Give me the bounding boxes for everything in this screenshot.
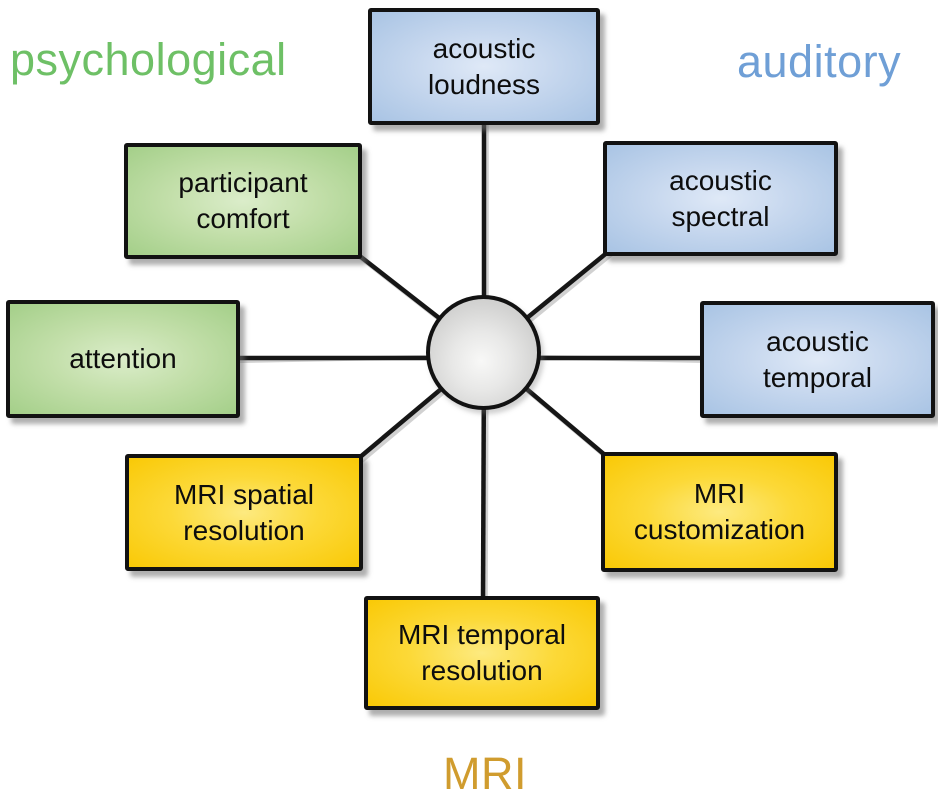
node-acoustic-loudness: acoustic loudness [368, 8, 600, 125]
group-label-psychological: psychological [10, 34, 287, 85]
node-acoustic-spectral: acoustic spectral [603, 141, 838, 256]
node-acoustic-temporal: acoustic temporal [700, 301, 935, 418]
node-label: MRI spatial resolution [173, 478, 315, 546]
node-mri-customization: MRI customization [601, 452, 838, 572]
node-mri-temporal-resolution: MRI temporal resolution [364, 596, 600, 710]
group-label-mri: MRI [443, 748, 527, 796]
node-label: attention [69, 343, 177, 375]
node-label: MRI customization [633, 478, 806, 545]
node-attention: attention [6, 300, 240, 418]
node-label: participant comfort [178, 167, 308, 234]
node-mri-spatial-resolution: MRI spatial resolution [125, 454, 363, 571]
node-label: MRI temporal resolution [397, 619, 567, 686]
group-label-auditory: auditory [737, 36, 902, 87]
center-node-circle [426, 295, 541, 410]
node-label: acoustic temporal [763, 325, 872, 393]
node-label: acoustic spectral [669, 164, 772, 232]
node-participant-comfort: participant comfort [124, 143, 362, 259]
node-label: acoustic loudness [427, 32, 541, 100]
